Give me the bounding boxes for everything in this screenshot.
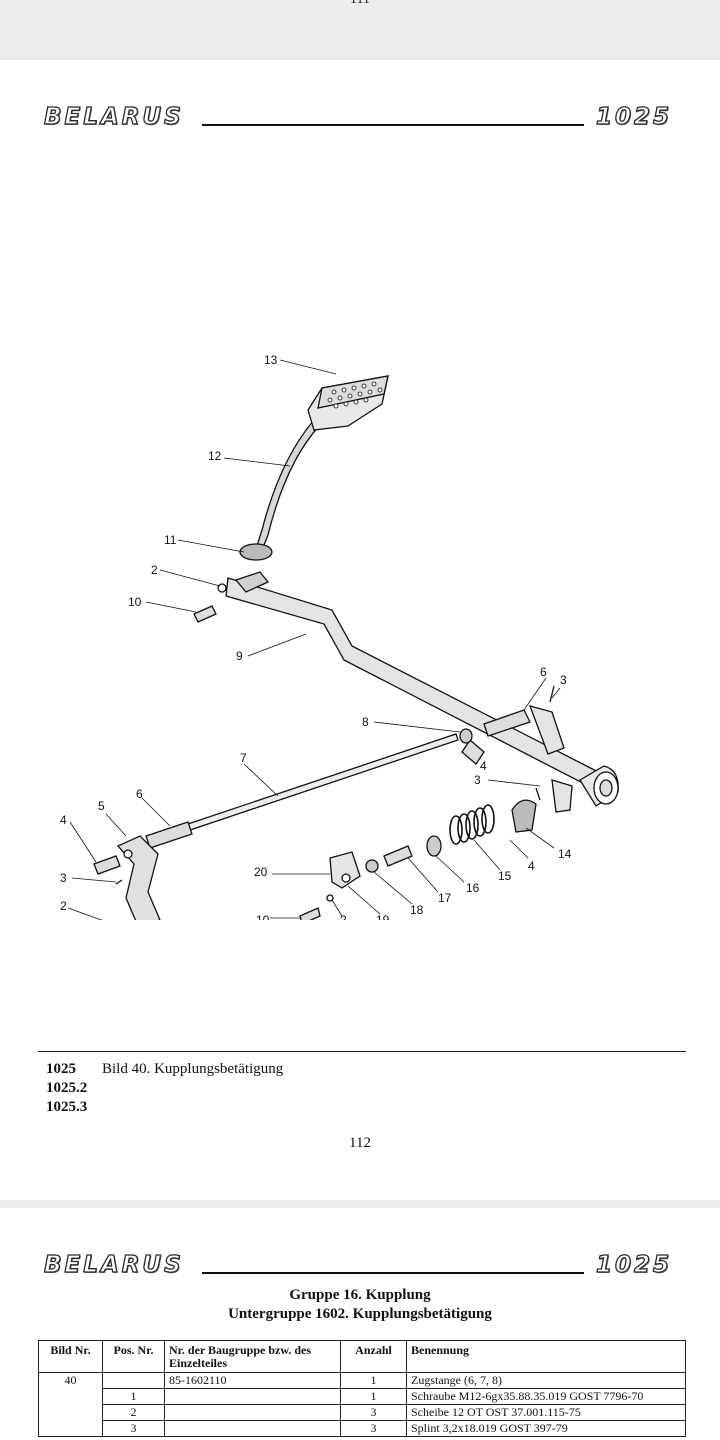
page-header: BELARUS 1025 <box>43 1251 672 1282</box>
callout-13: 13 <box>264 353 278 367</box>
callout-4-c: 4 <box>528 859 535 873</box>
callout-14: 14 <box>558 847 572 861</box>
table-row: 1 1 Schraube M12-6gx35.88.35.019 GOST 77… <box>39 1388 686 1405</box>
cell-part-number <box>164 1404 341 1421</box>
model-id: 1025.3 <box>46 1099 88 1115</box>
group-title: Gruppe 16. Kupplung <box>289 1287 431 1303</box>
callout-8: 8 <box>362 715 369 729</box>
callout-3-a: 3 <box>560 673 567 687</box>
callout-12: 12 <box>208 449 222 463</box>
callout-6-b: 6 <box>136 787 143 801</box>
cell-quantity: 3 <box>340 1404 407 1421</box>
callout-9: 9 <box>236 649 243 663</box>
catalog-page-parts-list: BELARUS 1025 Gruppe 16. Kupplung Untergr… <box>0 1208 720 1440</box>
callout-11: 11 <box>164 533 177 547</box>
caption-text: Bild 40. Kupplungsbetätigung <box>102 1061 284 1077</box>
header-rule <box>202 124 584 126</box>
exploded-view-drawing: 13 12 11 2 10 9 6 3 8 4 7 3 6 5 4 14 4 1… <box>60 353 619 920</box>
model-logo: 1025 <box>595 103 672 130</box>
cell-quantity: 3 <box>340 1420 407 1437</box>
figure-caption: 1025 Bild 40. Kupplungsbetätigung 1025.2… <box>46 1060 283 1117</box>
callout-19: 19 <box>376 913 390 920</box>
cell-description: Scheibe 12 OT OST 37.001.115-75 <box>406 1404 686 1421</box>
callout-20: 20 <box>254 865 268 879</box>
caption-row: 1025.2 <box>46 1079 283 1098</box>
callout-7: 7 <box>240 751 247 765</box>
cell-pos: 2 <box>102 1404 165 1421</box>
header-rule <box>202 1272 584 1274</box>
cell-part-number: 85-1602110 <box>164 1372 341 1389</box>
brand-logo: BELARUS <box>43 103 184 130</box>
subgroup-title: Untergruppe 1602. Kupplungsbetätigung <box>228 1306 492 1322</box>
caption-row: 1025.3 <box>46 1098 283 1117</box>
model-logo: 1025 <box>595 1251 672 1278</box>
cell-part-number <box>164 1420 341 1437</box>
model-id: 1025 <box>46 1061 76 1077</box>
cell-description: Schraube M12-6gx35.88.35.019 GOST 7796-7… <box>406 1388 686 1405</box>
callout-6-a: 6 <box>540 665 547 679</box>
column-header-quantity: Anzahl <box>340 1340 407 1373</box>
cell-quantity: 1 <box>340 1388 407 1405</box>
previous-page-number: 111 <box>0 0 720 8</box>
cell-quantity: 1 <box>340 1372 407 1389</box>
callout-5: 5 <box>98 799 105 813</box>
cell-bild: 40 <box>38 1372 103 1437</box>
table-row: 40 85-1602110 1 Zugstange (6, 7, 8) <box>38 1372 686 1437</box>
callout-15: 15 <box>498 869 512 883</box>
callout-10-a: 10 <box>128 595 142 609</box>
table-row: 3 3 Splint 3,2x18.019 GOST 397-79 <box>39 1420 686 1437</box>
caption-row: 1025 Bild 40. Kupplungsbetätigung <box>46 1060 283 1079</box>
callout-2-b: 2 <box>60 899 67 913</box>
callout-3-b: 3 <box>474 773 481 787</box>
catalog-page-112: BELARUS 1025 <box>0 60 720 1200</box>
callout-4-a: 4 <box>480 759 487 773</box>
caption-rule <box>38 1051 686 1052</box>
callout-17: 17 <box>438 891 452 905</box>
callout-4-b: 4 <box>60 813 67 827</box>
model-id: 1025.2 <box>46 1080 88 1096</box>
page-header: BELARUS 1025 <box>43 103 672 134</box>
cell-description: Zugstange (6, 7, 8) <box>406 1372 686 1389</box>
callout-2-c: 2 <box>340 913 347 920</box>
cell-pos: 3 <box>102 1420 165 1437</box>
brand-logo: BELARUS <box>43 1251 184 1278</box>
cell-pos: 1 <box>102 1388 165 1405</box>
column-header-pos: Pos. Nr. <box>102 1340 165 1373</box>
callout-18: 18 <box>410 903 424 917</box>
table-row: 2 3 Scheibe 12 OT OST 37.001.115-75 <box>39 1404 686 1421</box>
table-header-row: Bild Nr. Pos. Nr. Nr. der Baugruppe bzw.… <box>38 1340 686 1373</box>
cell-pos <box>102 1372 165 1389</box>
callout-10-b: 10 <box>256 913 270 920</box>
column-header-part-number: Nr. der Baugruppe bzw. des Einzelteiles <box>164 1340 341 1373</box>
callout-16: 16 <box>466 881 480 895</box>
cell-description: Splint 3,2x18.019 GOST 397-79 <box>406 1420 686 1437</box>
column-header-bild: Bild Nr. <box>38 1340 103 1373</box>
parts-table: Bild Nr. Pos. Nr. Nr. der Baugruppe bzw.… <box>38 1340 686 1437</box>
page-number: 112 <box>349 1135 371 1151</box>
callout-2-a: 2 <box>151 563 158 577</box>
cell-part-number <box>164 1388 341 1405</box>
callout-3-c: 3 <box>60 871 67 885</box>
column-header-description: Benennung <box>406 1340 686 1373</box>
